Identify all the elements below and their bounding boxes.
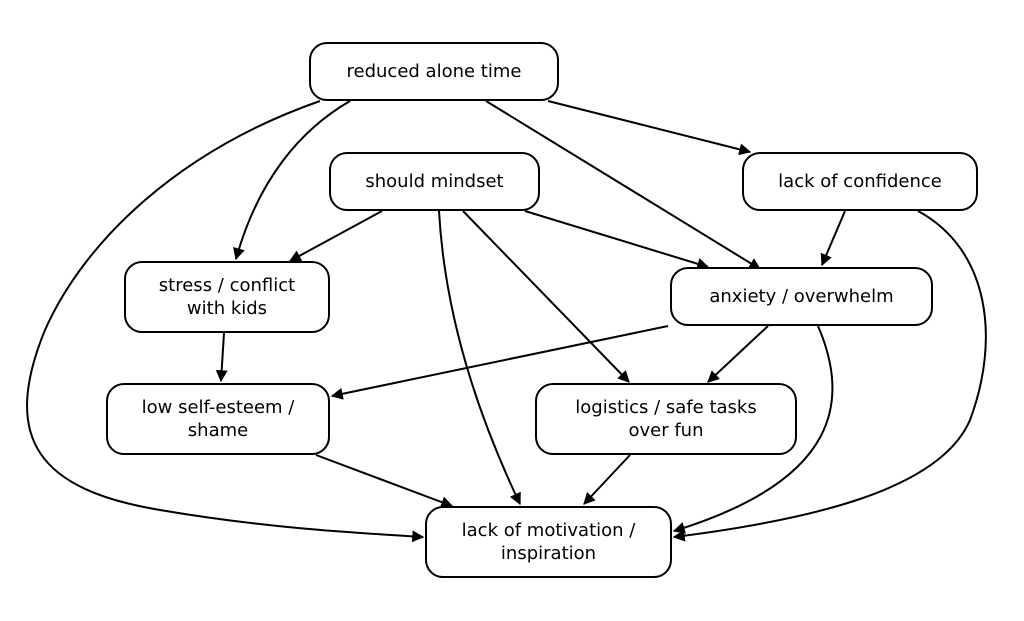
node-logistics-safe-tasks: logistics / safe tasks over fun — [535, 383, 797, 455]
edge-reduced-to-anxiety — [485, 100, 762, 270]
node-stress-conflict-with-kids: stress / conflict with kids — [124, 261, 330, 333]
edge-should-to-anxiety — [524, 210, 710, 270]
edge-anxiety-to-logistics — [707, 325, 769, 383]
edge-confidence-to-anxiety — [820, 210, 846, 267]
edge-should-to-stress — [288, 210, 383, 262]
edge-should-to-logistics — [462, 210, 630, 383]
edge-lowself-to-motivation — [315, 454, 454, 508]
edge-anxiety-to-lowself — [330, 325, 669, 400]
edge-reduced-to-motivation — [26, 100, 425, 543]
node-low-self-esteem-shame: low self-esteem / shame — [106, 383, 330, 455]
node-should-mindset: should mindset — [329, 152, 540, 211]
node-lack-of-confidence: lack of confidence — [742, 152, 978, 211]
node-lack-of-motivation: lack of motivation / inspiration — [425, 506, 672, 578]
edge-reduced-to-stress — [233, 100, 351, 261]
edge-should-to-motivation — [438, 210, 521, 506]
edge-stress-to-lowself — [215, 332, 228, 383]
edge-anxiety-to-motivation — [672, 325, 834, 534]
node-reduced-alone-time: reduced alone time — [309, 42, 559, 101]
edge-confidence-to-motivation — [672, 210, 987, 542]
edge-logistics-to-motivation — [583, 454, 631, 505]
edge-reduced-to-lack-of-confidence — [547, 100, 752, 156]
node-anxiety-overwhelm: anxiety / overwhelm — [670, 267, 933, 326]
